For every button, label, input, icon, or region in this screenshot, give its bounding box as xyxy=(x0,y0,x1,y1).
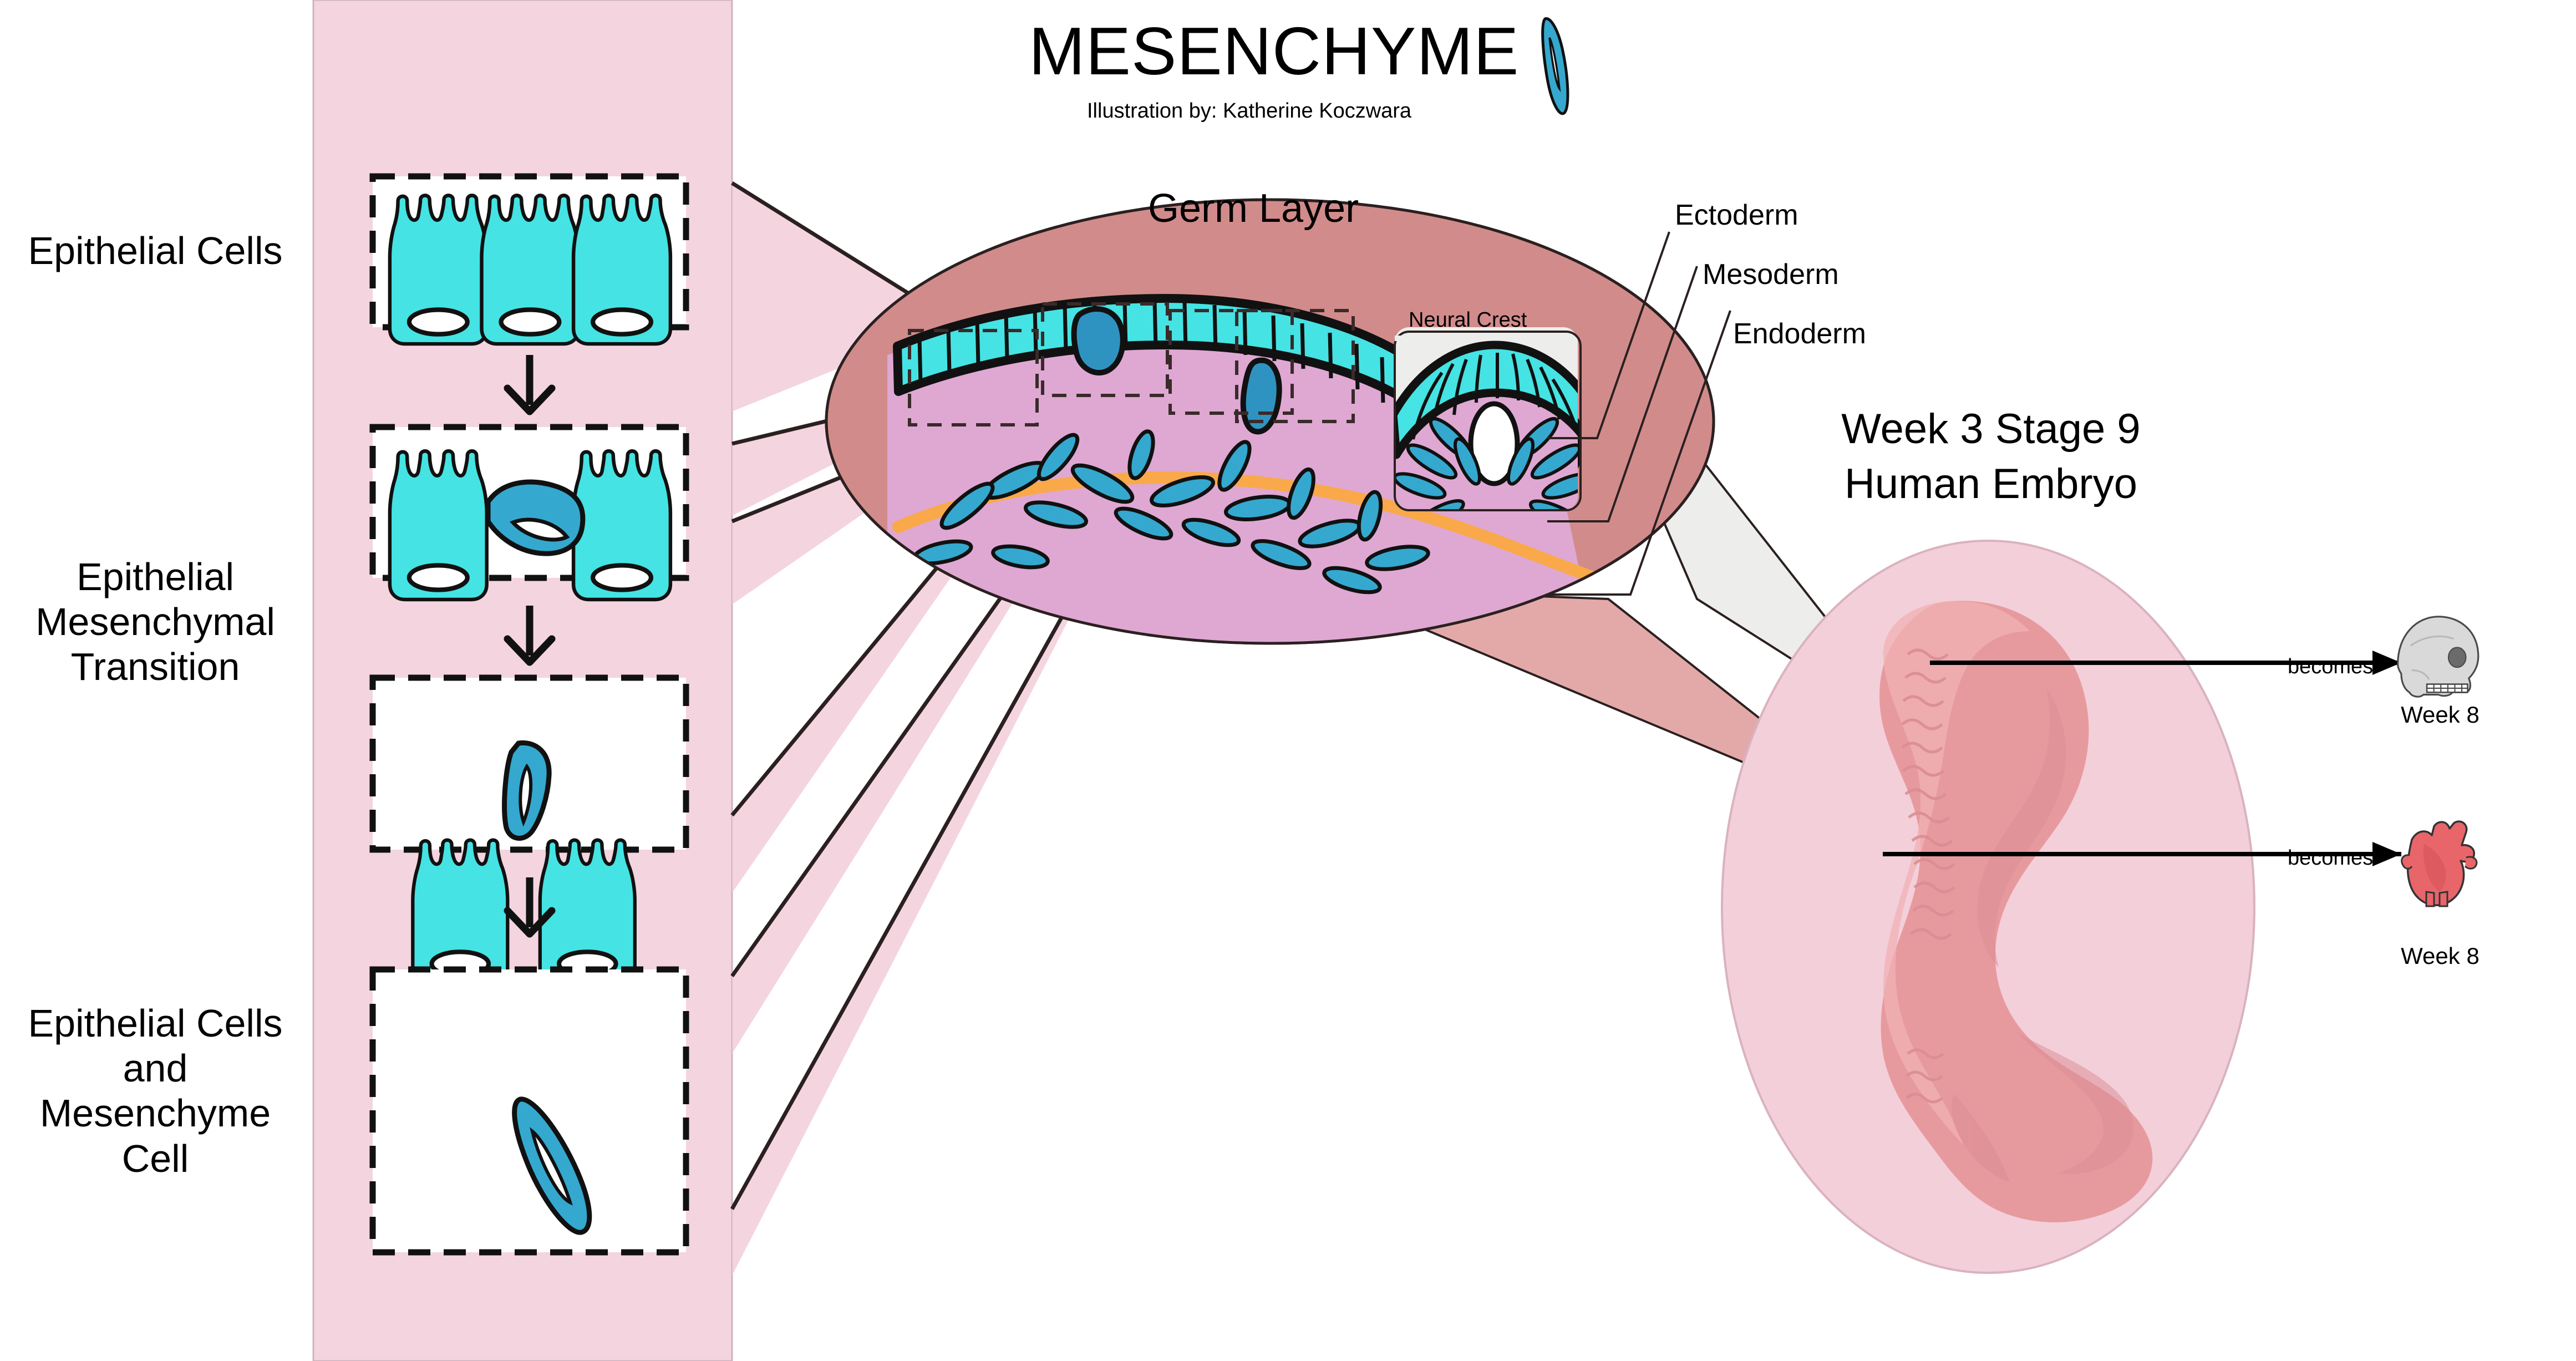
becomes-arrows xyxy=(1883,651,2401,866)
illustration-credit: Illustration by: Katherine Koczwara xyxy=(1087,99,1412,123)
epithelial-cells-panel xyxy=(369,173,689,344)
germ-layer-cross-section xyxy=(825,198,1715,645)
stage-label-emt: Epithelial Mesenchymal Transition xyxy=(35,555,275,689)
germ-layer-leader-lines xyxy=(1547,231,1731,596)
somite-texture xyxy=(1901,648,1955,1104)
heart-icon xyxy=(2401,820,2478,907)
label-mesoderm: Mesoderm xyxy=(1703,258,1839,291)
label-ectoderm: Ectoderm xyxy=(1675,199,1798,231)
embryo-shading xyxy=(1951,688,2134,1182)
neural-tube-lumen xyxy=(1468,401,1520,486)
week8-caption-skull: Week 8 xyxy=(2401,702,2480,728)
embryo-title: Week 3 Stage 9 Human Embryo xyxy=(1841,405,2141,507)
week3-embryo-figure xyxy=(1721,540,2255,1274)
delaminating-cell xyxy=(1071,306,1126,376)
down-arrow-icon xyxy=(504,355,556,415)
label-endoderm: Endoderm xyxy=(1733,318,1866,350)
neural-crest-inset xyxy=(1394,327,1582,511)
becomes-label-heart: becomes xyxy=(2288,846,2374,870)
skull-eye-socket xyxy=(2447,647,2467,668)
neural-crest-label: Neural Crest xyxy=(1409,308,1527,332)
stage-label-epithelial-cells: Epithelial Cells xyxy=(28,229,283,272)
embryo-body xyxy=(1879,601,2153,1222)
becomes-label-skull: becomes xyxy=(2288,655,2374,678)
mesenchyme-cell-icon xyxy=(1541,17,1569,115)
down-arrow-icon xyxy=(504,877,556,938)
germ-layer-title: Germ Layer xyxy=(1148,186,1359,231)
week8-caption-heart: Week 8 xyxy=(2401,943,2480,969)
stage-label-epithelial-and-mesenchyme: Epithelial Cells and Mesenchyme Cell xyxy=(28,1002,283,1180)
page-title: MESENCHYME xyxy=(1029,13,1520,89)
mesenchyme-formed-panel xyxy=(369,966,689,1256)
emt-highlight-boxes xyxy=(908,302,1355,426)
emt-start-panel xyxy=(369,424,689,600)
emt-migrating-panel xyxy=(369,674,689,986)
skull-icon xyxy=(2397,616,2480,698)
down-arrow-icon xyxy=(504,606,556,666)
